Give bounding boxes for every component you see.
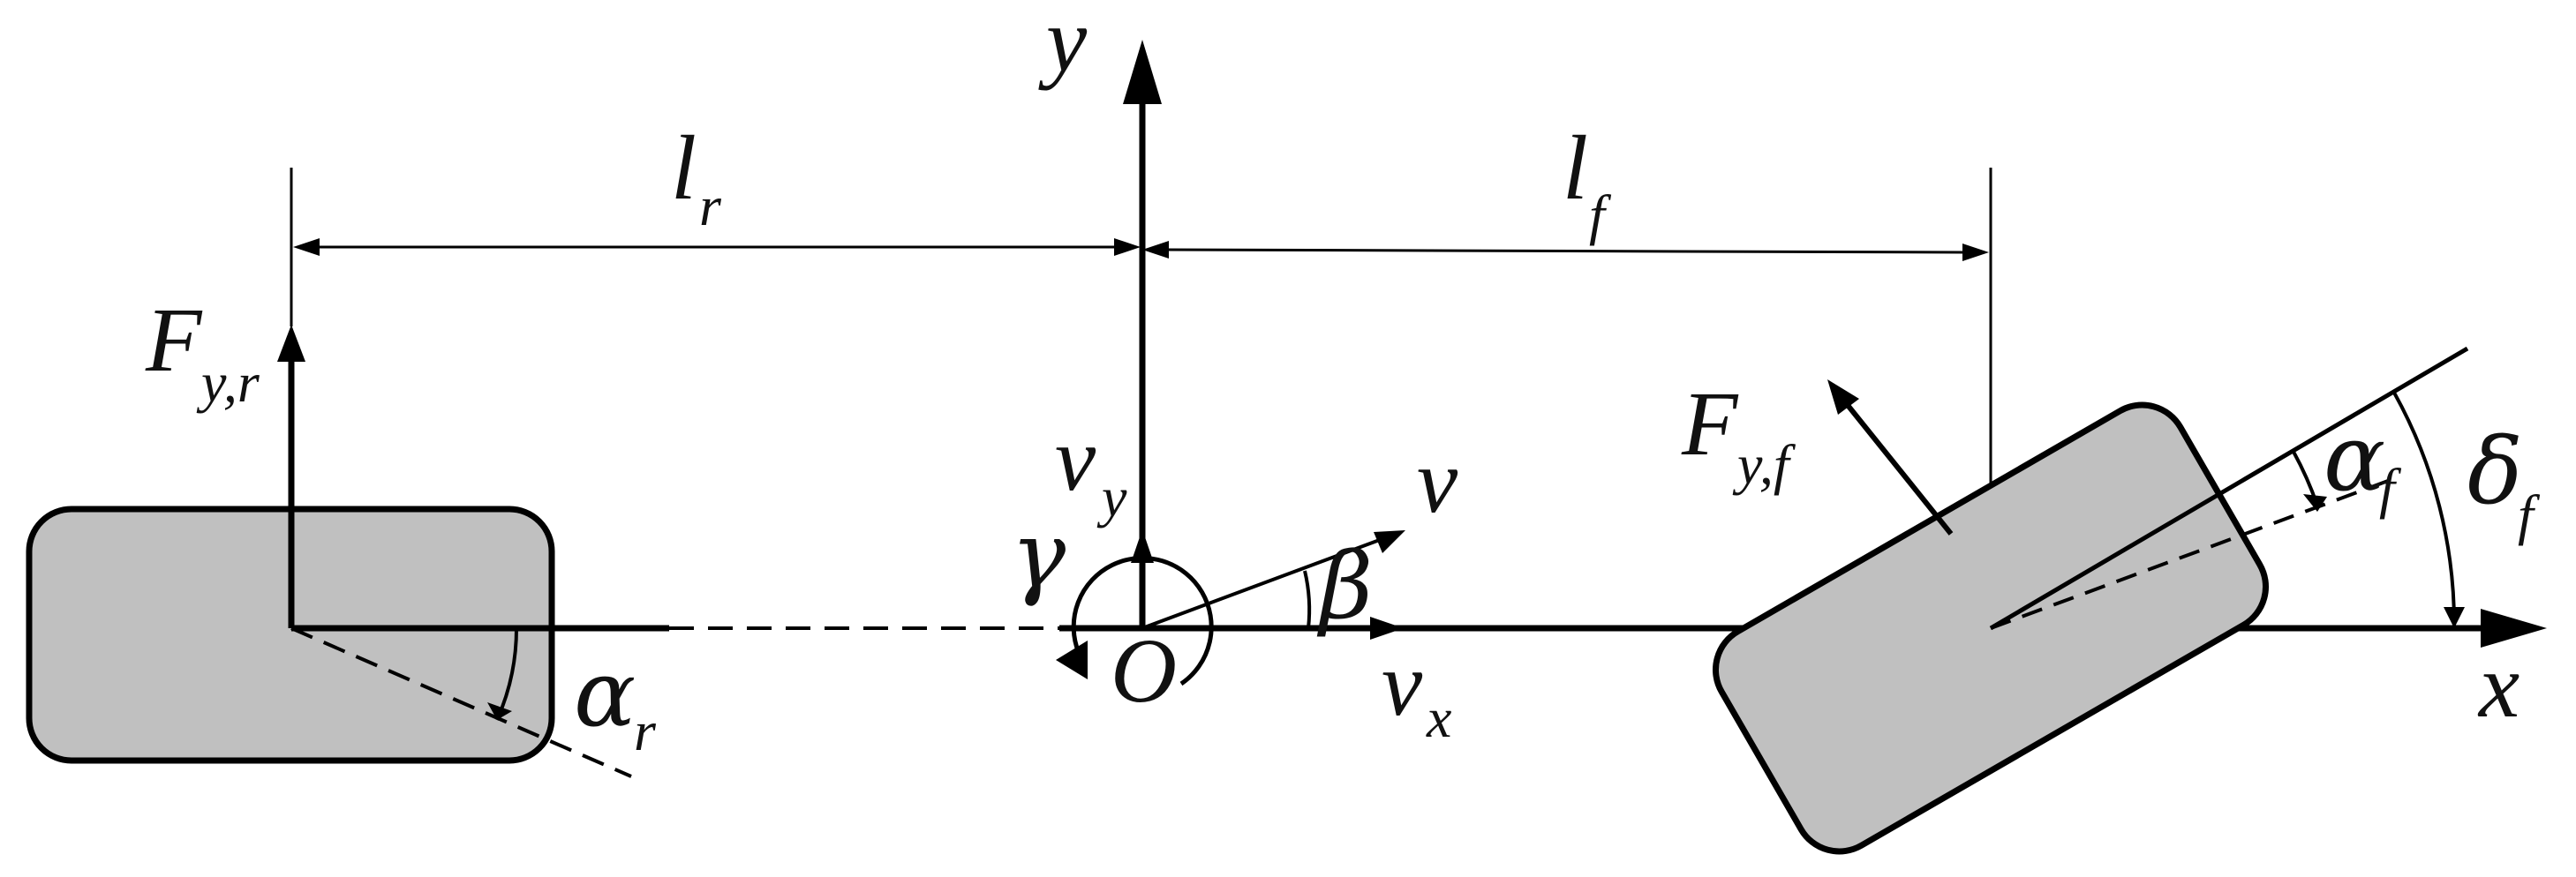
fyr-label: F y,r	[145, 289, 260, 414]
front-lateral-force-line	[1844, 402, 1954, 536]
delta-f-arrowhead	[2444, 607, 2465, 628]
svg-text:l: l	[671, 117, 697, 219]
fyf-label: F y,f	[1681, 373, 1796, 496]
lf-arrowhead-right	[1962, 244, 1989, 261]
svg-text:x: x	[1426, 686, 1451, 749]
x-axis-label: x	[2477, 635, 2520, 737]
vx-arrowhead	[1370, 617, 1404, 640]
y-axis-arrowhead	[1123, 40, 1162, 104]
lr-arrowhead-right	[1114, 238, 1141, 256]
velocity-vector	[1141, 536, 1385, 630]
alpha-r-arc-arrowhead	[487, 702, 512, 720]
svg-text:y: y	[1096, 466, 1127, 528]
beta-arc	[1303, 570, 1312, 629]
gamma-label: γ	[1011, 501, 1066, 609]
vy-label: v y	[1055, 409, 1127, 528]
velocity-arrowhead	[1374, 530, 1405, 553]
beta-label: β	[1316, 532, 1373, 640]
front-heading-line	[1989, 346, 2469, 631]
y-axis-label: y	[1038, 0, 1088, 91]
delta-f-label: δ f	[2467, 417, 2541, 546]
svg-text:l: l	[1563, 117, 1588, 219]
alpha-f-arrowhead	[2303, 494, 2327, 512]
yaw-rate-arc	[1071, 555, 1214, 686]
svg-text:δ: δ	[2467, 417, 2523, 525]
svg-text:v: v	[1382, 633, 1423, 735]
svg-text:F: F	[145, 289, 203, 391]
svg-text:v: v	[1055, 409, 1096, 510]
alpha-f-label: α f	[2324, 404, 2402, 520]
lf-dimension-line	[1164, 248, 1965, 254]
alpha-r-label: α r	[574, 640, 657, 762]
rear-lateral-force-arrowhead	[277, 325, 305, 362]
delta-f-arc	[2392, 392, 2457, 629]
lr-label: l r	[671, 117, 722, 237]
vx-label: v x	[1382, 633, 1451, 749]
front-lateral-force-arrowhead	[1827, 379, 1859, 415]
front-slip-direction-line	[1990, 479, 2389, 630]
svg-text:r: r	[634, 700, 657, 762]
vy-arrowhead	[1131, 529, 1154, 563]
lf-label: l f	[1563, 117, 1612, 246]
svg-text:r: r	[699, 175, 722, 237]
svg-text:F: F	[1681, 373, 1739, 475]
svg-text:y,f: y,f	[1732, 433, 1796, 496]
svg-text:α: α	[2324, 404, 2385, 512]
svg-text:α: α	[574, 640, 636, 747]
v-label: v	[1417, 431, 1458, 532]
svg-text:f: f	[2379, 457, 2402, 520]
lr-arrowhead-left	[293, 238, 320, 256]
svg-text:f: f	[2518, 483, 2541, 546]
svg-text:y,r: y,r	[196, 351, 260, 414]
rear-slip-direction-line	[290, 626, 632, 778]
yaw-rate-arrowhead	[1056, 641, 1088, 679]
lf-arrowhead-left	[1142, 241, 1169, 259]
origin-label: O	[1111, 620, 1177, 722]
svg-text:f: f	[1589, 184, 1612, 246]
x-axis-arrowhead	[2481, 609, 2547, 648]
